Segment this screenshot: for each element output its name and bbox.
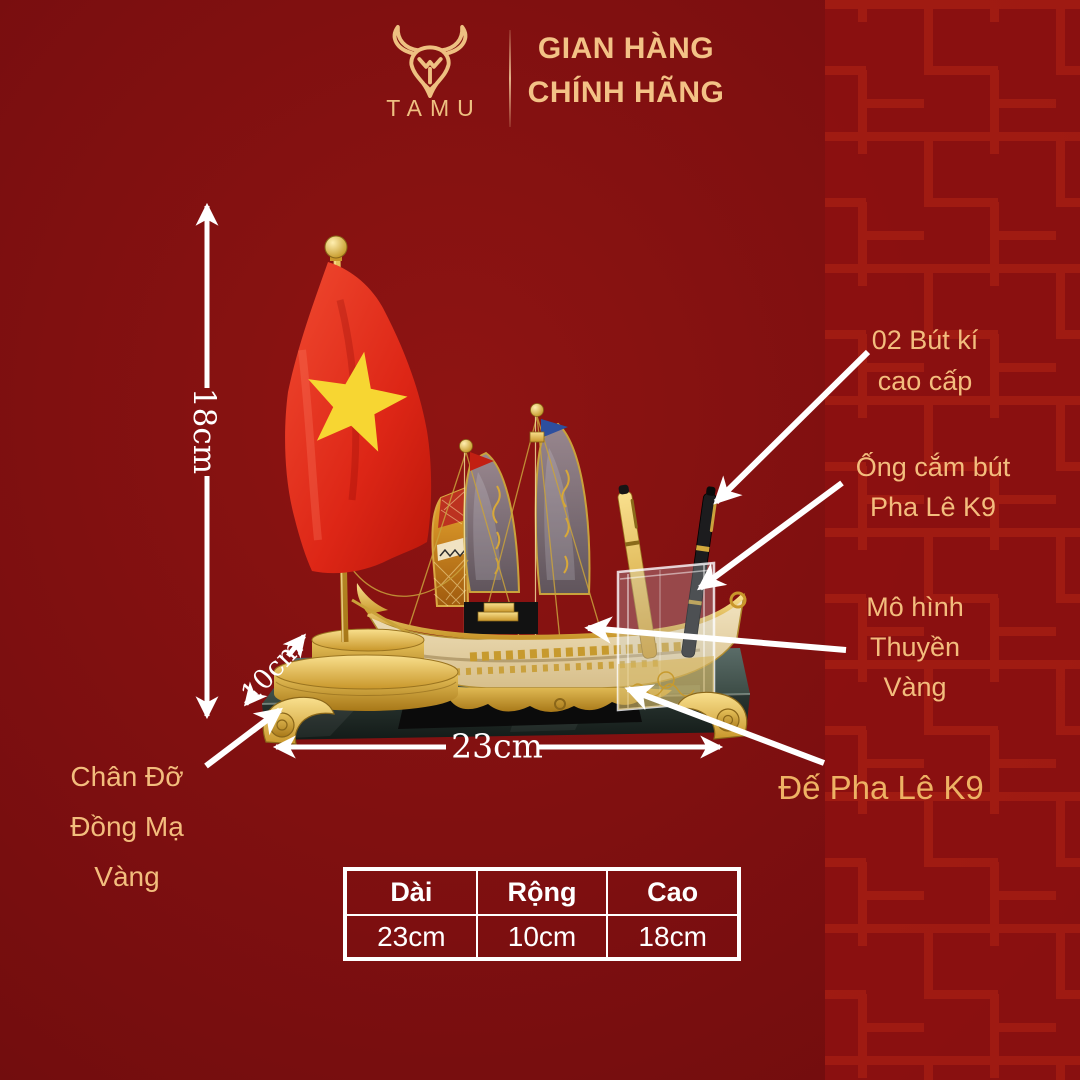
depth-dimension-arrow <box>243 633 306 707</box>
boat-callout-line2: Thuyền <box>869 632 961 662</box>
pens-callout-line2: cao cấp <box>877 366 973 396</box>
spec-table: Dài Rộng Cao 23cm 10cm 18cm <box>343 867 741 961</box>
pens-callout-label: 02 Bút kí cao cấp <box>835 320 1015 402</box>
bull-logo-icon <box>392 24 468 98</box>
width-dimension-label: 23cm <box>451 726 543 766</box>
stand-callout-line3: Vàng <box>94 861 160 892</box>
boat-sail-left-amber <box>431 486 470 607</box>
holder-callout-label: Ống cắm bút Pha Lê K9 <box>828 447 1038 527</box>
spec-header-cell: Rộng <box>476 870 608 915</box>
boat-callout-label: Mô hình Thuyền Vàng <box>835 587 995 707</box>
boat-deck-cargo <box>464 602 538 634</box>
gold-boat-model <box>345 403 747 712</box>
stand-callout-line1: Chân Đỡ <box>70 761 184 792</box>
boat-arrow <box>584 616 847 653</box>
stand-callout-label: Chân Đỡ Đồng Mạ Vàng <box>37 752 217 902</box>
spec-value-cell: 23cm <box>346 915 477 958</box>
pens-arrow <box>713 349 871 505</box>
gold-pen <box>617 484 658 659</box>
pens-callout-line1: 02 Bút kí <box>871 325 979 355</box>
boat-callout-line1: Mô hình <box>866 592 964 622</box>
holder-callout-line2: Pha Lê K9 <box>869 492 997 522</box>
spec-value-cell: 10cm <box>476 915 608 958</box>
base-arrow <box>624 684 826 766</box>
base-callout-label: Đế Pha Lê K9 <box>778 769 984 806</box>
flag-stand-base <box>273 628 459 711</box>
boat-callout-line3: Vàng <box>883 672 947 702</box>
spec-header-cell: Cao <box>607 870 738 915</box>
header-divider <box>509 30 511 127</box>
stand-callout-line2: Đồng Mạ <box>70 811 184 842</box>
holder-arrow <box>696 480 844 591</box>
vietnam-flag <box>285 262 432 574</box>
flag-star <box>308 351 408 452</box>
brand-name: TAMU <box>386 95 482 121</box>
stand-arrow <box>204 707 283 769</box>
store-name: GIAN HÀNG CHÍNH HÃNG <box>516 27 736 115</box>
height-dimension-label: 18cm <box>186 387 222 475</box>
holder-callout-line1: Ống cắm bút <box>855 452 1011 482</box>
callout-arrows <box>204 349 871 769</box>
spec-header-cell: Dài <box>346 870 477 915</box>
boat-rigging <box>345 415 607 649</box>
spec-value-cell: 18cm <box>607 915 738 958</box>
store-name-line2: CHÍNH HÃNG <box>527 76 725 109</box>
store-name-line1: GIAN HÀNG <box>537 32 715 65</box>
